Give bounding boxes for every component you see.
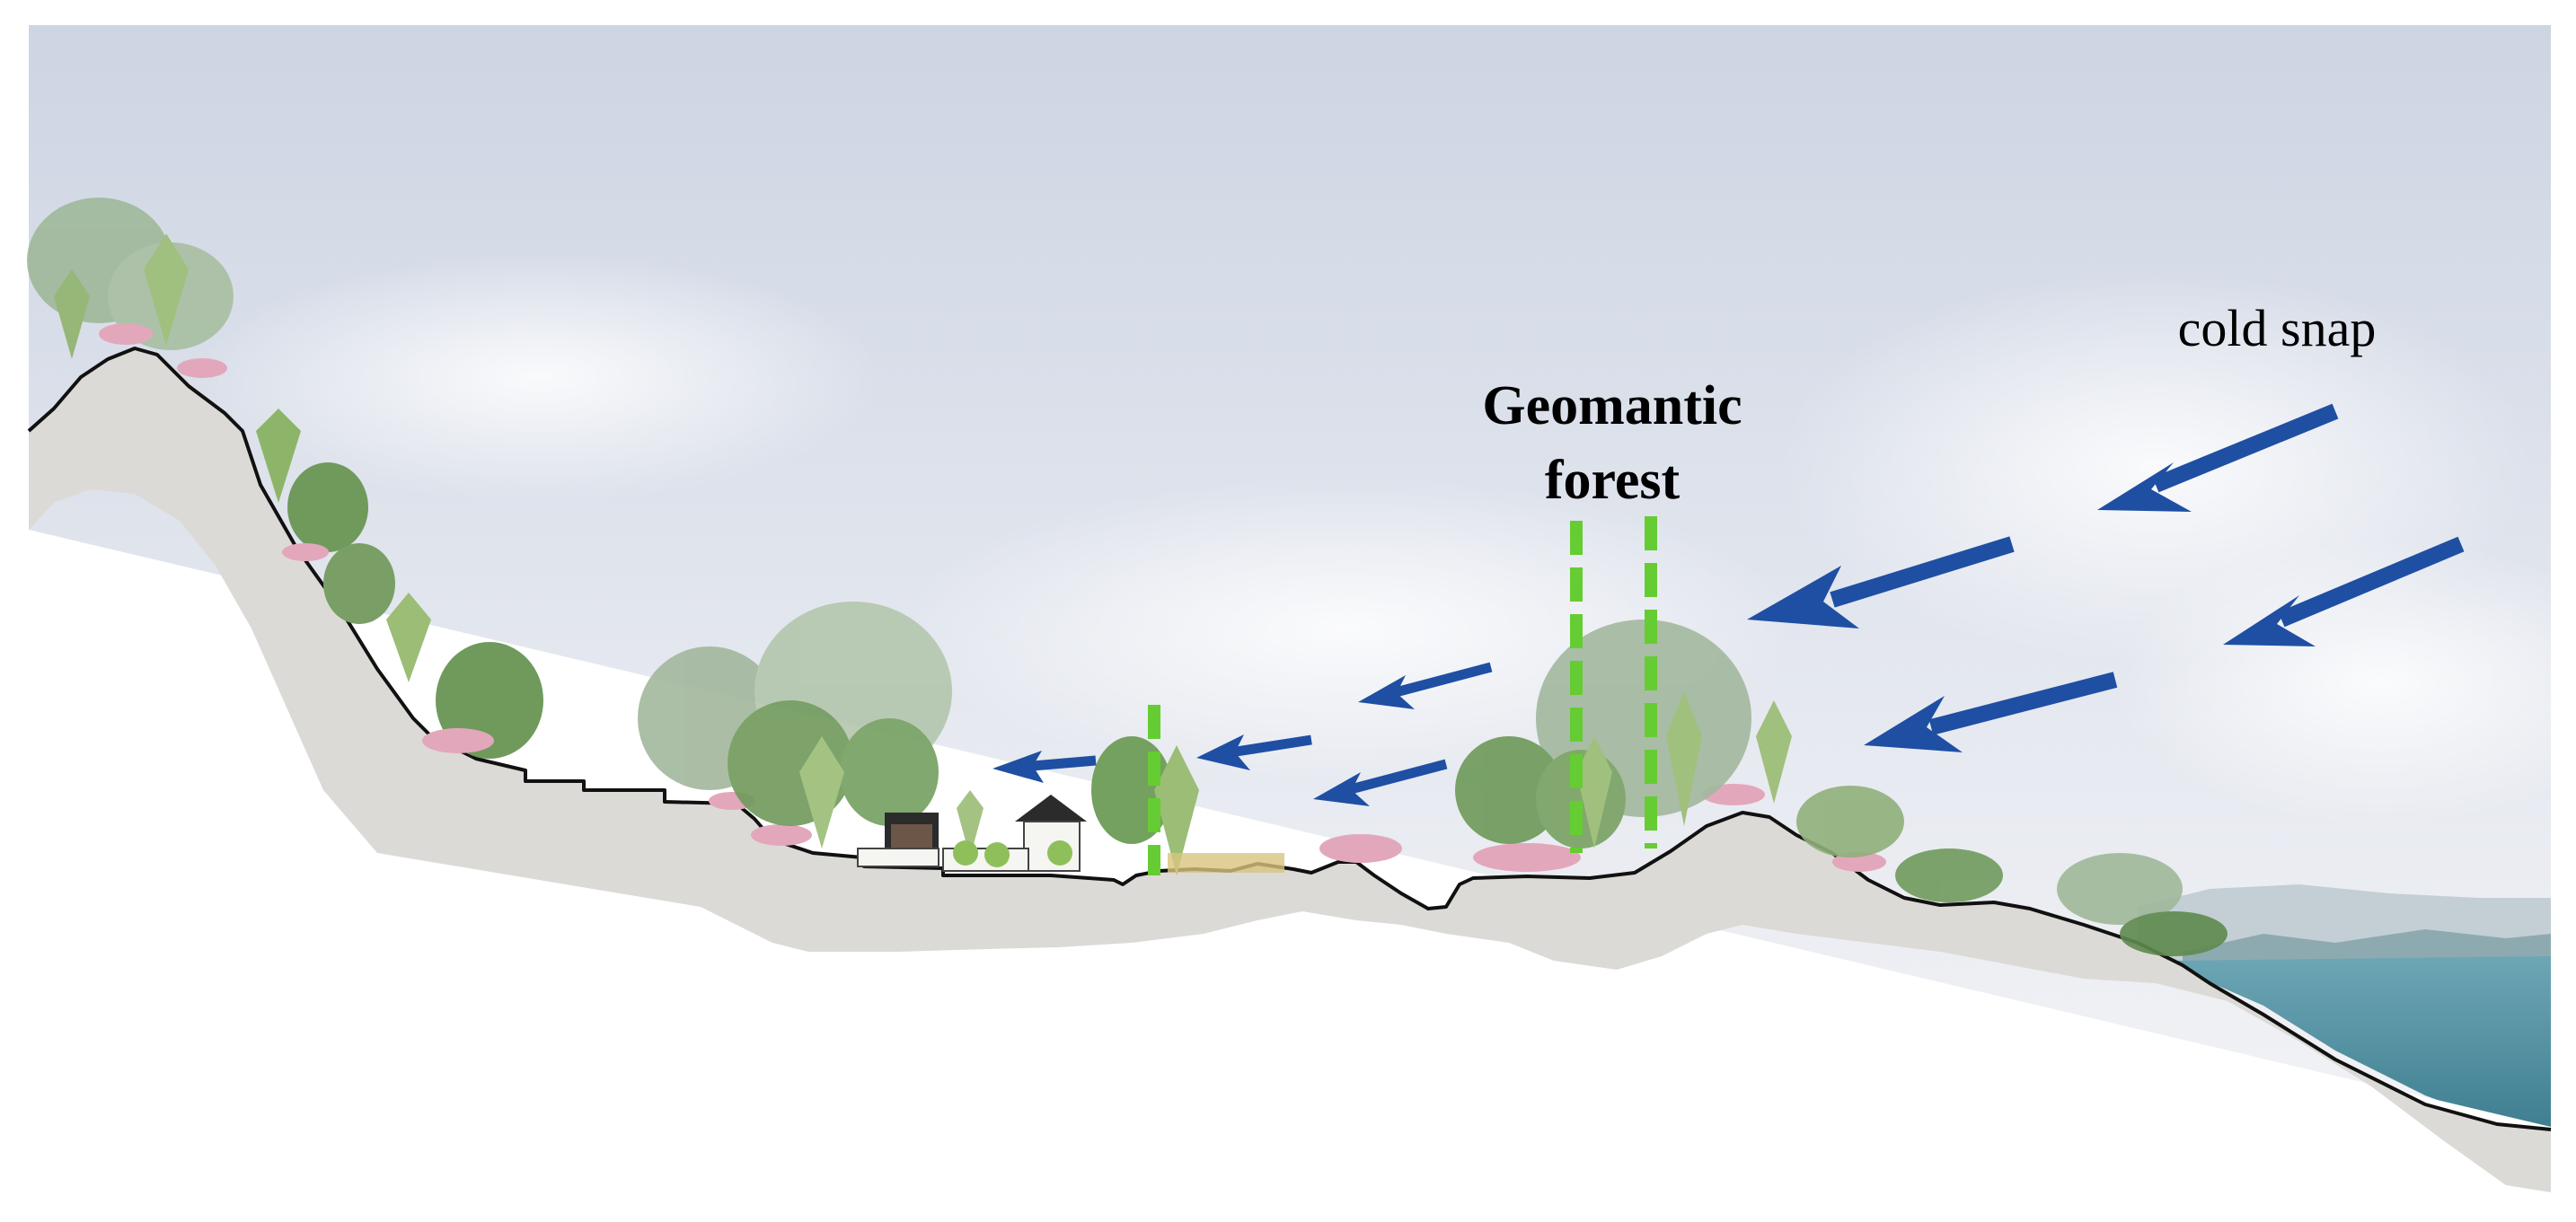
cold-snap-label: cold snap (2178, 299, 2377, 357)
tree-icon (1455, 620, 1792, 848)
wind-arrow-icon (1864, 672, 2118, 752)
wind-arrow-icon (1196, 734, 1312, 770)
lake-water (2174, 956, 2551, 1127)
wind-arrow-icon (1313, 759, 1448, 806)
tree-icon (256, 409, 543, 759)
wind-arrows (992, 403, 2465, 806)
wind-arrow-icon (2223, 536, 2465, 646)
wind-arrow-icon (1747, 536, 2015, 629)
forest-boundary-markers (1148, 516, 1657, 875)
geomantic-forest-label-line1: Geomantic (1482, 375, 1742, 436)
vegetation (27, 198, 2228, 956)
tree-icon (638, 602, 984, 857)
wind-arrow-icon (2097, 403, 2339, 512)
tree-icon (27, 198, 234, 359)
wind-arrow-icon (1358, 662, 1493, 709)
wind-arrow-icon (992, 751, 1097, 783)
geomantic-forest-label-line2: forest (1545, 450, 1681, 511)
house-icon (857, 795, 1087, 872)
tree-icon (1796, 786, 2228, 956)
